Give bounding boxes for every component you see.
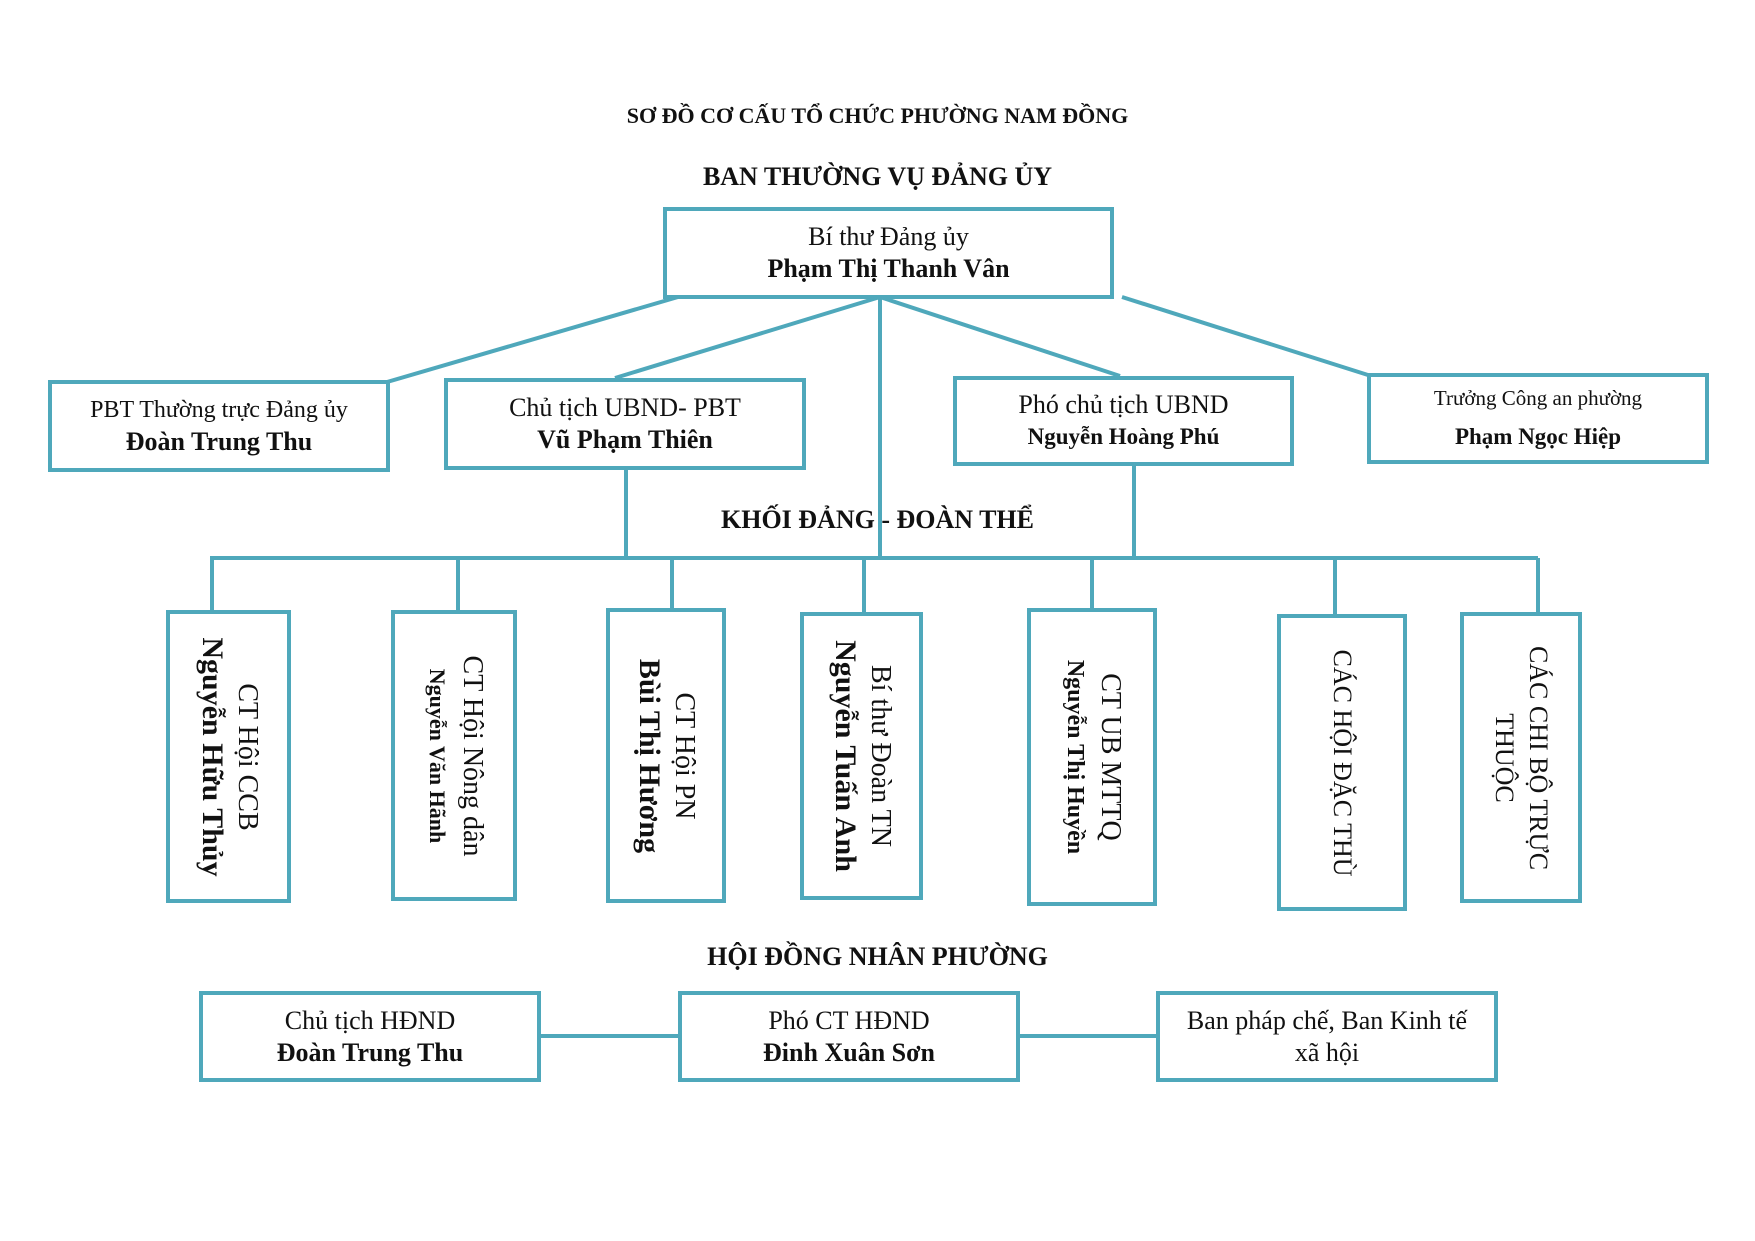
box-role: CT Hội Nông dân xyxy=(457,655,488,856)
box-role: Chủ tịch UBND- PBT xyxy=(509,393,741,422)
box-cac-hoi-dac-thu: CÁC HỘI ĐẶC THÙ xyxy=(1277,614,1407,911)
box-name: Nguyễn Thị Huyền xyxy=(1062,659,1088,855)
box-cac-chi-bo-truc-thuoc: CÁC CHI BỘ TRỰC THUỘC xyxy=(1460,612,1582,903)
box-name: Bùi Thị Hương xyxy=(633,658,666,853)
box-role: Phó chủ tịch UBND xyxy=(1018,390,1229,419)
box-bi-thu: Bí thư Đảng ủy Phạm Thị Thanh Vân xyxy=(663,207,1114,299)
connector-top-chutich xyxy=(614,295,881,380)
box-ub-mttq: CT UB MTTQ Nguyễn Thị Huyền xyxy=(1027,608,1157,906)
box-name: Nguyễn Hữu Thủy xyxy=(195,636,229,877)
box-pbt-thuong-truc: PBT Thường trực Đảng ủy Đoàn Trung Thu xyxy=(48,380,390,472)
box-name: Phạm Ngọc Hiệp xyxy=(1454,423,1622,449)
box-name: Vũ Phạm Thiên xyxy=(537,425,713,454)
box-doan-tn: Bí thư Đoàn TN Nguyễn Tuấn Anh xyxy=(800,612,923,900)
box-pho-chu-tich-ubnd: Phó chủ tịch UBND Nguyễn Hoàng Phú xyxy=(953,376,1294,466)
chart-title: SƠ ĐỒ CƠ CẤU TỔ CHỨC PHƯỜNG NAM ĐỒNG xyxy=(626,103,1129,128)
box-role: Phó CT HĐND xyxy=(768,1005,930,1035)
box-name: Đinh Xuân Sơn xyxy=(763,1037,935,1067)
section-hdnd: HỘI ĐỒNG NHÂN PHƯỜNG xyxy=(707,942,1048,971)
box-name: Nguyễn Hoàng Phú xyxy=(1027,424,1220,449)
box-role: CÁC HỘI ĐẶC THÙ xyxy=(1328,648,1357,877)
box-ban-phap-che: Ban pháp chế, Ban Kinh tế xã hội xyxy=(1156,991,1498,1082)
section-khoi-dang: KHỐI ĐẢNG - ĐOÀN THỂ xyxy=(721,505,1034,534)
box-name: Đoàn Trung Thu xyxy=(276,1037,464,1067)
box-name: Phạm Thị Thanh Vân xyxy=(767,254,1010,283)
section-ban-thuong-vu: BAN THƯỜNG VỤ ĐẢNG ỦY xyxy=(702,162,1053,191)
box-hoi-pn: CT Hội PN Bùi Thị Hương xyxy=(606,608,726,903)
box-role: CT UB MTTQ xyxy=(1095,673,1126,841)
box-hoi-nong-dan: CT Hội Nông dân Nguyễn Văn Hãnh xyxy=(391,610,517,901)
box-role: CT Hội PN xyxy=(669,691,700,820)
box-name: Nguyễn Tuấn Anh xyxy=(828,640,862,872)
box-role: Chủ tịch HĐND xyxy=(284,1005,456,1035)
box-role: Bí thư Đoàn TN xyxy=(864,665,896,847)
box-role: CÁC CHI BỘ TRỰC THUỘC xyxy=(1490,645,1553,870)
box-pho-ct-hdnd: Phó CT HĐND Đinh Xuân Sơn xyxy=(678,991,1020,1082)
box-chu-tich-hdnd: Chủ tịch HĐND Đoàn Trung Thu xyxy=(199,991,541,1082)
box-chu-tich-ubnd: Chủ tịch UBND- PBT Vũ Phạm Thiên xyxy=(444,378,806,470)
box-role: CT Hội CCB xyxy=(231,682,263,831)
connector-top-phochutich xyxy=(879,295,1121,378)
box-hoi-ccb: CT Hội CCB Nguyễn Hữu Thủy xyxy=(166,610,291,903)
box-name: Đoàn Trung Thu xyxy=(125,427,313,456)
connector-top-congan xyxy=(1121,295,1369,377)
box-truong-cong-an: Trưởng Công an phường Phạm Ngọc Hiệp xyxy=(1367,373,1709,464)
connector-top-pbt xyxy=(386,295,679,384)
box-role: PBT Thường trực Đảng ủy xyxy=(90,397,348,423)
box-role: Ban pháp chế, Ban Kinh tế xã hội xyxy=(1186,1005,1468,1067)
box-name: Nguyễn Văn Hãnh xyxy=(425,668,450,843)
box-role: Bí thư Đảng ủy xyxy=(808,222,969,251)
box-role: Trưởng Công an phường xyxy=(1433,385,1643,410)
